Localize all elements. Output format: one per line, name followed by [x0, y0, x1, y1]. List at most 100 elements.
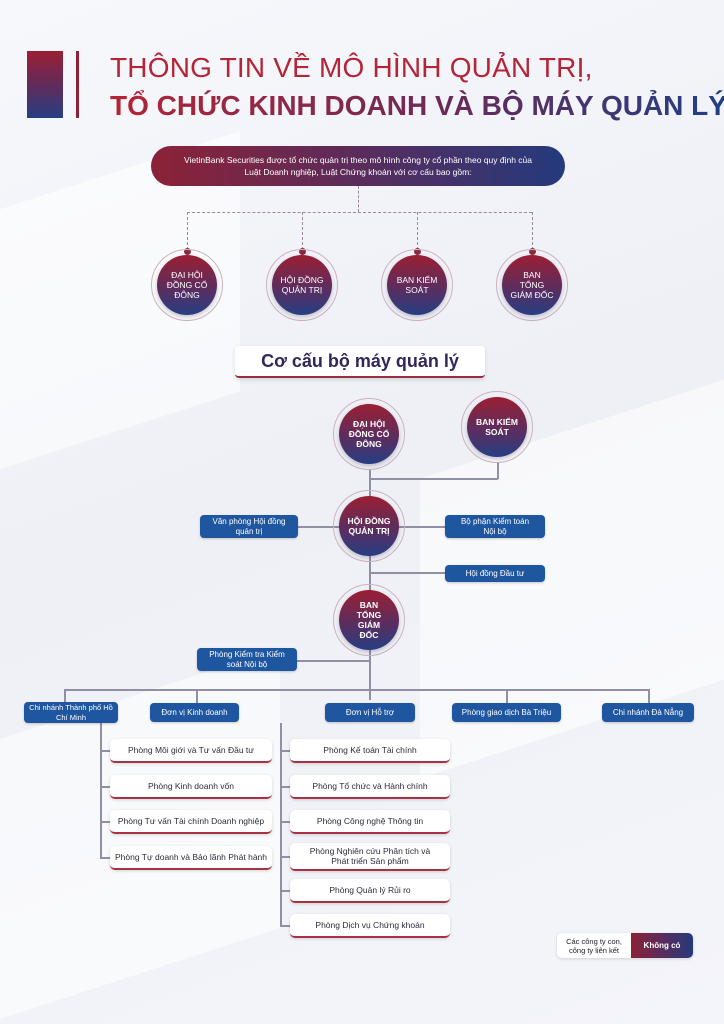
dashed-connector [187, 212, 188, 250]
dept-label: Phòng Tư vấn Tài chính Doanh nghiệp [117, 816, 265, 826]
legend-value-text: Không có [643, 941, 681, 950]
unit-label: Đơn vị Hỗ trợ [345, 707, 395, 717]
box-kiem-toan: Bộ phận Kiểm toán Nội bộ [445, 515, 545, 538]
dept-box: Phòng Quản lý Rủi ro [290, 879, 450, 903]
box-kiem-tra: Phòng Kiểm tra Kiểm soát Nội bộ [197, 648, 297, 671]
dashed-connector [417, 212, 418, 250]
org-line [64, 689, 66, 704]
box-label: Văn phòng Hội đồng quản trị [212, 516, 286, 536]
governance-label: BAN TỔNG GIÁM ĐỐC [510, 270, 554, 300]
org-line [280, 821, 290, 823]
box-van-phong: Văn phòng Hội đồng quản trị [200, 515, 298, 538]
org-line [369, 478, 498, 480]
org-label: ĐẠI HỘI ĐỒNG CỔ ĐÔNG [348, 419, 390, 449]
dept-label: Phòng Công nghệ Thông tin [316, 816, 424, 826]
governance-label: ĐẠI HỘI ĐỒNG CỔ ĐÔNG [166, 270, 208, 300]
dashed-connector [532, 212, 533, 250]
unit-label: Đơn vị Kinh doanh [161, 707, 228, 717]
dept-box: Phòng Tổ chức và Hành chính [290, 775, 450, 799]
circle-ring [266, 249, 338, 321]
dept-box: Phòng Nghiên cứu Phân tích và Phát triển… [290, 843, 450, 871]
dept-label: Phòng Tự doanh và Bảo lãnh Phát hành [114, 852, 268, 862]
org-line [280, 890, 290, 892]
dept-label: Phòng Nghiên cứu Phân tích và Phát triển… [309, 846, 431, 866]
org-line [497, 462, 499, 479]
org-line [297, 660, 370, 662]
unit-kinh-doanh: Đơn vị Kinh doanh [150, 703, 239, 722]
dept-label: Phòng Kinh doanh vốn [147, 781, 235, 791]
dept-box: Phòng Dịch vụ Chứng khoán [290, 914, 450, 938]
org-hdqt: HỘI ĐỒNG QUẢN TRỊ [339, 496, 399, 556]
unit-label: Chi nhánh Thành phố Hồ Chí Minh [29, 702, 113, 722]
dept-box: Phòng Công nghệ Thông tin [290, 810, 450, 834]
unit-label: Chi nhánh Đà Nẵng [612, 707, 684, 717]
dept-label: Phòng Tổ chức và Hành chính [312, 781, 428, 791]
org-label: BAN TỔNG GIÁM ĐỐC [356, 600, 382, 640]
org-line [648, 689, 650, 704]
section-title: Cơ cấu bộ máy quản lý [235, 346, 485, 378]
org-line [280, 856, 290, 858]
org-line [100, 857, 110, 859]
legend-label: Các công ty con, công ty liên kết [557, 933, 631, 958]
unit-cn-da-nang: Chi nhánh Đà Nẵng [602, 703, 694, 722]
circle-ring [333, 398, 405, 470]
dept-box: Phòng Kế toán Tài chính [290, 739, 450, 763]
unit-label: Phòng giao dịch Bà Triệu [461, 707, 552, 717]
header-accent-bar [76, 51, 79, 118]
circle-ring [381, 249, 453, 321]
dept-label: Phòng Môi giới và Tư vấn Đầu tư [128, 745, 254, 755]
dashed-connector [302, 212, 303, 250]
circle-ring [151, 249, 223, 321]
org-line [280, 750, 290, 752]
box-hd-dau-tu: Hội đồng Đầu tư [445, 565, 545, 582]
circle-ring [333, 490, 405, 562]
org-line [64, 689, 649, 691]
governance-btgd: BAN TỔNG GIÁM ĐỐC [502, 255, 562, 315]
dept-box: Phòng Môi giới và Tư vấn Đầu tư [110, 739, 272, 763]
dept-label: Phòng Kế toán Tài chính [323, 745, 417, 755]
dept-box: Phòng Tư vấn Tài chính Doanh nghiệp [110, 810, 272, 834]
legend-value: Không có [631, 933, 693, 958]
org-line [100, 723, 102, 858]
org-line [100, 786, 110, 788]
intro-text: VietinBank Securities được tổ chức quản … [183, 155, 533, 177]
dept-label: Phòng Dịch vụ Chứng khoán [315, 920, 425, 930]
subsidiaries-legend: Các công ty con, công ty liên kết Không … [557, 933, 693, 958]
org-btgd: BAN TỔNG GIÁM ĐỐC [339, 590, 399, 650]
dashed-connector [358, 186, 359, 212]
org-bks: BAN KIỂM SOÁT [467, 397, 527, 457]
org-line [196, 689, 198, 704]
org-line [280, 925, 290, 927]
org-line [506, 689, 508, 704]
governance-label: BAN KIỂM SOÁT [396, 275, 438, 295]
box-label: Hội đồng Đầu tư [465, 568, 525, 578]
org-line [280, 723, 282, 926]
dept-box: Phòng Kinh doanh vốn [110, 775, 272, 799]
unit-cn-hcm: Chi nhánh Thành phố Hồ Chí Minh [24, 702, 118, 723]
unit-ho-tro: Đơn vị Hỗ trợ [325, 703, 415, 722]
intro-banner: VietinBank Securities được tổ chức quản … [151, 146, 565, 186]
org-line [369, 572, 449, 574]
governance-label: HỘI ĐỒNG QUẢN TRỊ [280, 275, 324, 295]
circle-ring [333, 584, 405, 656]
page-title-line2: TỔ CHỨC KINH DOANH VÀ BỘ MÁY QUẢN LÝ [110, 90, 724, 122]
box-label: Bộ phận Kiểm toán Nội bộ [460, 516, 530, 536]
header-accent-block [27, 51, 63, 118]
unit-pgd-ba-trieu: Phòng giao dịch Bà Triệu [452, 703, 561, 722]
circle-ring [496, 249, 568, 321]
governance-hdqt: HỘI ĐỒNG QUẢN TRỊ [272, 255, 332, 315]
org-line [280, 786, 290, 788]
legend-label-text: Các công ty con, công ty liên kết [566, 936, 622, 955]
dept-box: Phòng Tự doanh và Bảo lãnh Phát hành [110, 846, 272, 870]
org-line [100, 750, 110, 752]
governance-bks: BAN KIỂM SOÁT [387, 255, 447, 315]
org-label: BAN KIỂM SOÁT [475, 417, 519, 437]
page-title-line1: THÔNG TIN VỀ MÔ HÌNH QUẢN TRỊ, [110, 52, 593, 83]
circle-ring [461, 391, 533, 463]
org-dhdcd: ĐẠI HỘI ĐỒNG CỔ ĐÔNG [339, 404, 399, 464]
dashed-connector [187, 212, 532, 213]
dept-label: Phòng Quản lý Rủi ro [329, 885, 411, 895]
governance-dhdcd: ĐẠI HỘI ĐỒNG CỔ ĐÔNG [157, 255, 217, 315]
box-label: Phòng Kiểm tra Kiểm soát Nội bộ [209, 649, 285, 669]
